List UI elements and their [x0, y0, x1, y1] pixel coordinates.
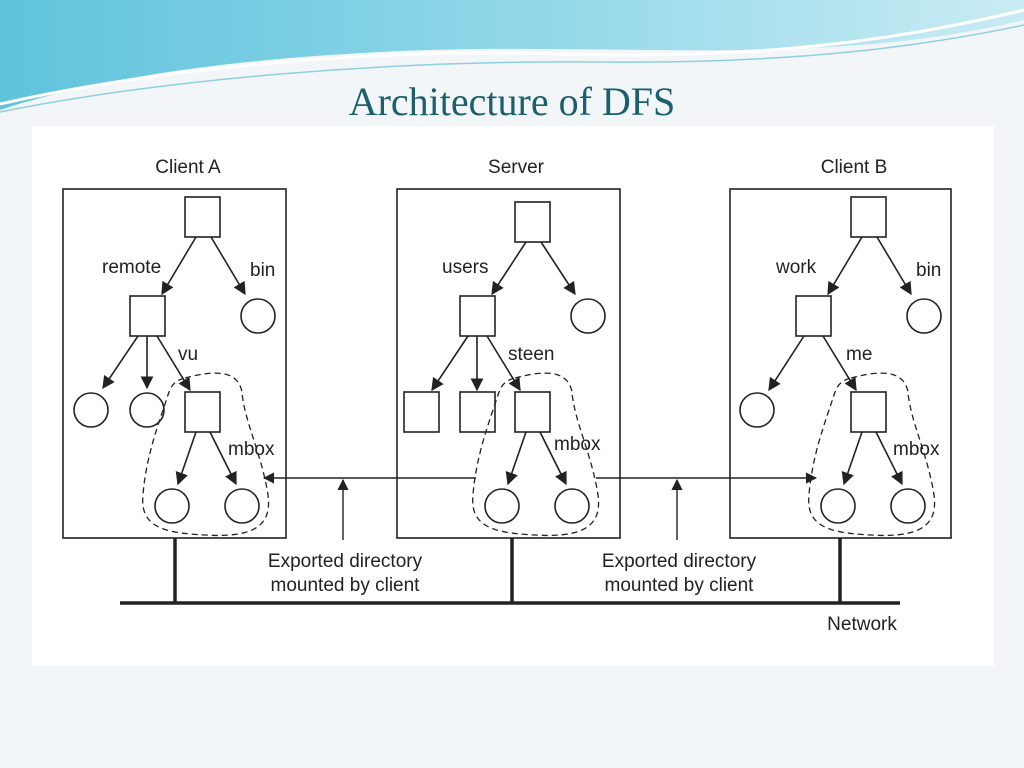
header-wave	[0, 0, 1024, 113]
client-a-file	[73, 392, 109, 428]
slide-title: Architecture of DFS	[348, 79, 676, 124]
client-b-me-dir	[850, 391, 887, 433]
client-a-vu-dir	[184, 391, 221, 433]
server-label: Server	[488, 157, 545, 178]
client-b-machine	[729, 188, 952, 539]
annotation-right-line2: mounted by client	[605, 575, 755, 596]
client-a-machine	[62, 188, 287, 539]
client-a-edge-mbox: mbox	[228, 439, 275, 460]
annotation-left-line2: mounted by client	[271, 575, 421, 596]
client-b-work-dir	[795, 295, 832, 337]
client-b-mbox-file	[890, 488, 926, 524]
client-b-bin-file	[906, 298, 942, 334]
client-a-mount-outline	[142, 372, 270, 537]
client-b-edge-mbox: mbox	[893, 439, 940, 460]
client-b-edge-me: me	[846, 344, 872, 365]
client-a-label: Client A	[155, 157, 221, 178]
client-a-mbox-file	[154, 488, 190, 524]
server-file	[570, 298, 606, 334]
annotation-left-line1: Exported directory	[268, 551, 423, 572]
client-b-mbox-file	[820, 488, 856, 524]
network-label: Network	[827, 614, 897, 635]
server-box	[396, 188, 621, 539]
client-b-root-dir	[850, 196, 887, 238]
server-export-outline	[472, 372, 600, 537]
client-b-edge-bin: bin	[916, 260, 941, 281]
server-root-dir	[514, 201, 551, 243]
server-machine	[396, 188, 621, 539]
server-edge-mbox: mbox	[554, 434, 601, 455]
server-users-dir	[459, 295, 496, 337]
client-b-edge-work: work	[775, 257, 817, 278]
client-b-label: Client B	[821, 157, 888, 178]
client-b-mount-outline	[808, 372, 936, 537]
client-b-file	[739, 392, 775, 428]
client-a-edge-bin: bin	[250, 260, 275, 281]
client-a-remote-dir	[129, 295, 166, 337]
server-mbox-file	[484, 488, 520, 524]
client-a-edge-remote: remote	[102, 257, 161, 278]
server-steen-dir	[514, 391, 551, 433]
client-a-edge-vu: vu	[178, 344, 198, 365]
client-a-bin-file	[240, 298, 276, 334]
server-dir	[459, 391, 496, 433]
server-edge-users: users	[442, 257, 488, 278]
server-dir	[403, 391, 440, 433]
client-a-root-dir	[184, 196, 221, 238]
server-edge-steen: steen	[508, 344, 554, 365]
annotation-right-line1: Exported directory	[602, 551, 757, 572]
client-a-mbox-file	[224, 488, 260, 524]
server-mbox-file	[554, 488, 590, 524]
client-a-file	[129, 392, 165, 428]
